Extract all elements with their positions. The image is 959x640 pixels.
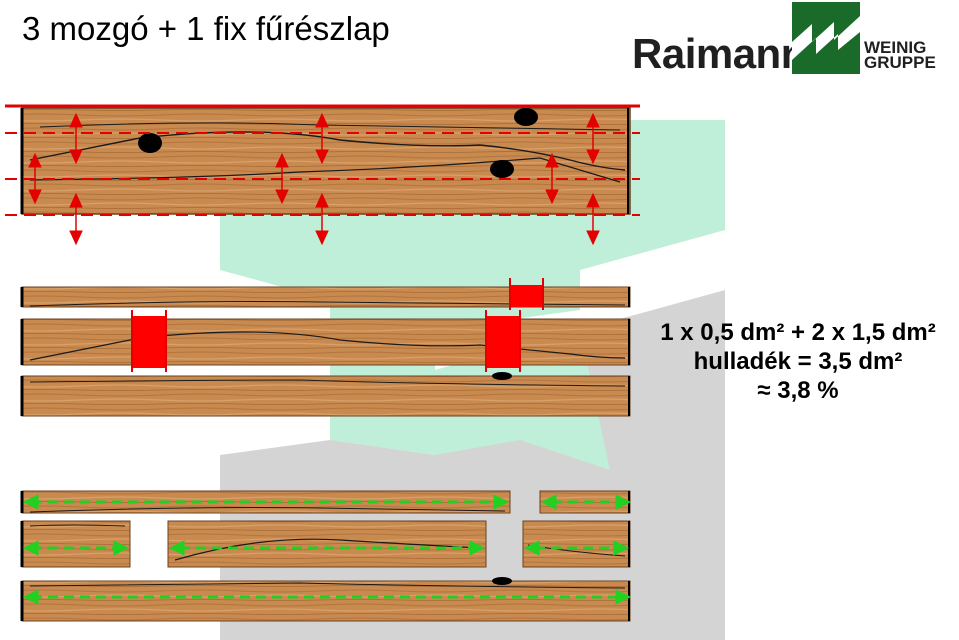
finished-pieces (20, 490, 632, 622)
arrow-up-icon (315, 192, 329, 208)
page-title: 3 mozgó + 1 fix fűrészlap (22, 10, 390, 47)
arrow-left-icon (22, 540, 39, 556)
defect-knot (490, 160, 514, 178)
piece (21, 580, 631, 622)
grain-line (29, 507, 506, 513)
arrow-down-icon (315, 149, 329, 165)
grain-line (29, 582, 626, 589)
arrow-down-icon (545, 189, 559, 205)
piece (167, 520, 487, 568)
arrow-left-icon (22, 494, 39, 510)
arrow-down-icon (69, 230, 83, 246)
waste-block (486, 316, 520, 368)
arrow-up-icon (69, 112, 83, 128)
length-arrows (22, 494, 632, 605)
logo-brand: Raimann (632, 30, 806, 77)
arrow-right-icon (113, 540, 130, 556)
grain-line (29, 157, 621, 183)
defect-knot (492, 372, 512, 380)
boards-after-cut (20, 278, 631, 417)
arrow-down-icon (69, 149, 83, 165)
arrow-up-icon (545, 152, 559, 168)
grain-line (29, 379, 626, 387)
arrow-left-icon (22, 589, 39, 605)
arrow-left-icon (168, 540, 185, 556)
waste-percentage-line: ≈ 3,8 % (640, 376, 956, 405)
piece (21, 520, 131, 568)
arrow-up-icon (275, 152, 289, 168)
arrow-right-icon (615, 494, 632, 510)
arrow-left-icon (523, 540, 540, 556)
board-before-cut (5, 104, 640, 246)
arrow-down-icon (586, 230, 600, 246)
grain-line (29, 524, 126, 527)
strip (21, 375, 631, 417)
waste-percentage: 3,8 % (777, 377, 839, 404)
arrow-down-icon (315, 230, 329, 246)
arrow-up-icon (28, 152, 42, 168)
defect-knot (514, 108, 538, 126)
arrow-up-icon (315, 112, 329, 128)
arrow-right-icon (615, 589, 632, 605)
saw-adjust-arrows (28, 112, 600, 246)
waste-block (510, 285, 542, 307)
arrow-right-icon (493, 494, 510, 510)
defect-knot (492, 577, 512, 585)
grain-line (29, 331, 626, 361)
logo-group: WEINIG GRUPPE (864, 38, 936, 72)
arrow-down-icon (275, 189, 289, 205)
logo-group-line1: WEINIG (864, 38, 927, 57)
arrow-up-icon (69, 192, 83, 208)
arrow-up-icon (586, 192, 600, 208)
logo-group-line2: GRUPPE (864, 53, 936, 72)
grain-line (29, 131, 626, 171)
piece (522, 520, 631, 568)
waste-block (132, 316, 166, 368)
waste-total: hulladék = 3,5 dm² (693, 348, 903, 375)
arrow-right-icon (613, 540, 630, 556)
arrow-left-icon (540, 494, 557, 510)
strip (21, 318, 631, 366)
logo-mark-icon (792, 2, 860, 74)
approx-icon: ≈ (757, 377, 771, 404)
defect-knot (138, 133, 162, 153)
waste-result: 1 x 0,5 dm² + 2 x 1,5 dm² hulladék = 3,5… (640, 318, 956, 405)
waste-formula: 1 x 0,5 dm² + 2 x 1,5 dm² (660, 319, 936, 346)
arrow-down-icon (586, 149, 600, 165)
arrow-up-icon (586, 112, 600, 128)
grain-line (174, 538, 481, 561)
arrow-right-icon (469, 540, 486, 556)
arrow-down-icon (28, 189, 42, 205)
